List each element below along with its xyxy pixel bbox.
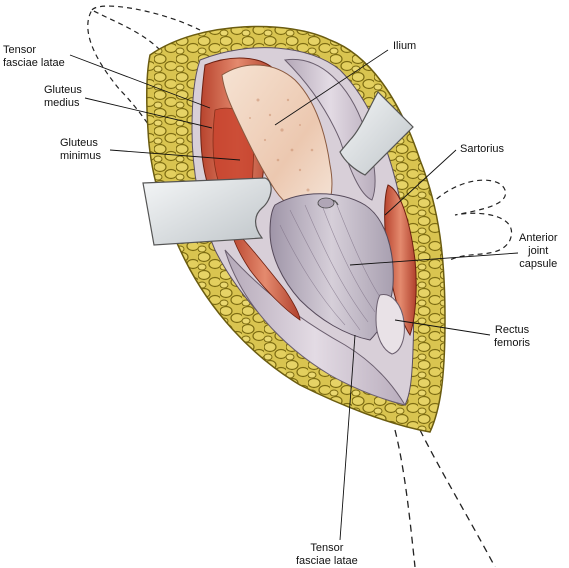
body-outline-dashed [87, 9, 171, 161]
label-anterior-joint-capsule: Anterior joint capsule [519, 232, 558, 270]
left-retractor [142, 177, 272, 246]
label-tensor-fasciae-latae-top: Tensor fasciae latae [3, 44, 65, 69]
label-tensor-fasciae-latae-bottom: Tensor fasciae latae [296, 542, 358, 567]
anterior-joint-capsule [269, 193, 394, 341]
right-retractor [339, 91, 414, 176]
label-gluteus-minimus: Gluteus minimus [60, 137, 101, 162]
ilium-texture [249, 98, 314, 192]
rectus-femoris-tendon [375, 294, 405, 355]
body-outline-dashed [91, 5, 201, 31]
label-gluteus-medius: Gluteus medius [44, 84, 82, 109]
body-outline-dashed [419, 429, 496, 567]
muscle-strand [229, 223, 301, 321]
label-rectus-femoris: Rectus femoris [494, 324, 531, 349]
vessel-cross-section [317, 197, 335, 209]
capsule-fibers [279, 199, 383, 331]
body-outline-dashed [394, 429, 416, 567]
label-sartorius: Sartorius [460, 143, 505, 155]
leader-lines [69, 49, 519, 541]
body-outline-dashed [429, 179, 513, 261]
label-ilium: Ilium [393, 40, 417, 52]
